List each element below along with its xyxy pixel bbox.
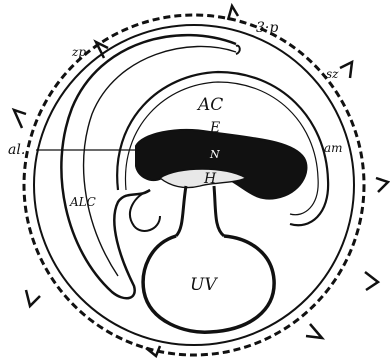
label-zona-pellucida: zp [71, 45, 86, 59]
label-notochord: N [209, 148, 220, 161]
label-allantois: al. [8, 142, 25, 158]
label-outer-villi: 3·p [256, 20, 278, 36]
label-amnion: am [324, 141, 343, 155]
label-umbilical-vesicle: UV [190, 275, 218, 295]
label-ectoderm: E [209, 120, 220, 136]
allantois-inner-fold [236, 46, 240, 54]
label-serous-zone: sz [326, 67, 339, 81]
allantoic-curl [130, 190, 160, 231]
vitelline-stalk [176, 186, 224, 236]
label-allantoic-cavity: ALC [69, 195, 96, 209]
label-amniotic-cavity: AC [196, 95, 223, 115]
label-hypoblast: H [203, 171, 217, 187]
embryonic-disc [136, 130, 306, 199]
